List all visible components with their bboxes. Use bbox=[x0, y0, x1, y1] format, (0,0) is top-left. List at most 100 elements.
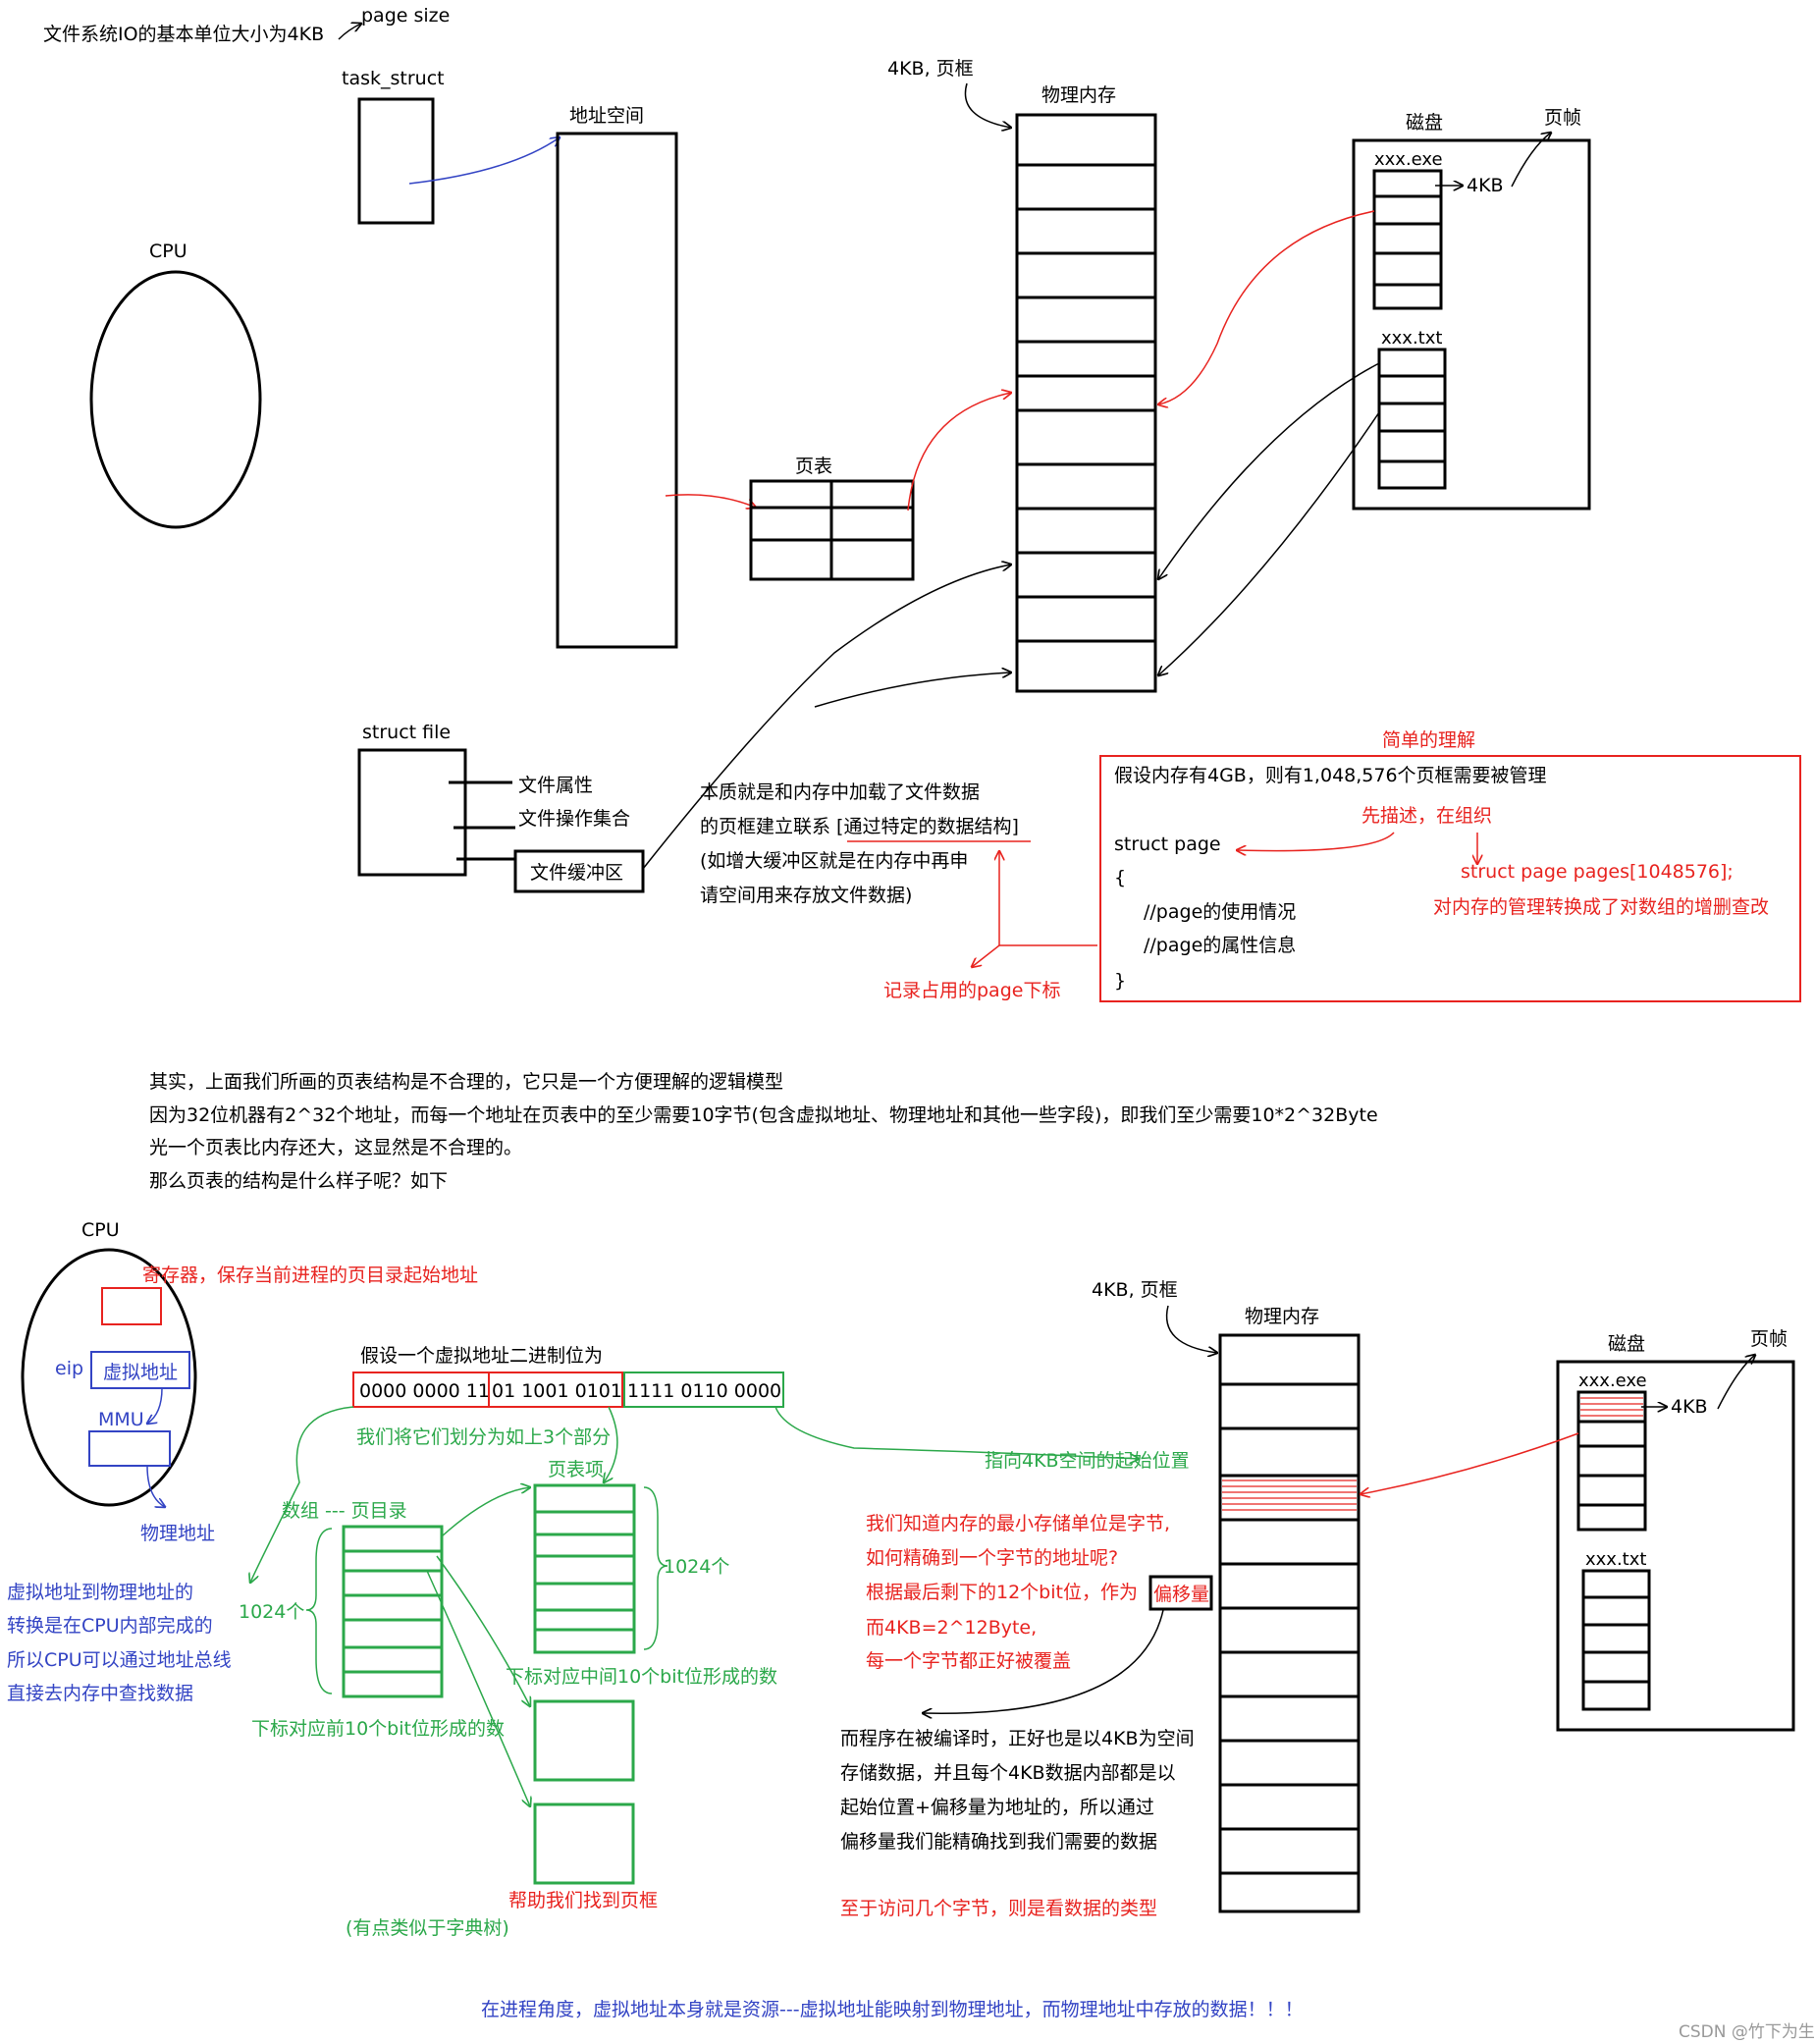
exe2-file-label: xxx.exe bbox=[1578, 1371, 1647, 1391]
frame2-label-arrow bbox=[1165, 1305, 1217, 1353]
physical-memory2-box bbox=[1218, 1333, 1361, 1913]
physical-addr-label: 物理地址 bbox=[140, 1523, 215, 1544]
struct-file-label: struct file bbox=[362, 722, 451, 743]
txt-file-label: xxx.txt bbox=[1381, 328, 1442, 349]
disk2-box bbox=[1556, 1360, 1795, 1732]
points-to-start: 指向4KB空间的起始位置 bbox=[985, 1450, 1190, 1472]
middle-line-2: 因为32位机器有2^32个地址，而每一个地址在页表中的至少需要10字节(包含虚拟… bbox=[149, 1104, 1378, 1126]
eip-label: eip bbox=[55, 1358, 83, 1379]
txt-to-memory-arrow-2 bbox=[1158, 411, 1380, 675]
watermark: CSDN @竹下为生 bbox=[1679, 2022, 1815, 2042]
middle-line-1: 其实，上面我们所画的页表结构是不合理的，它只是一个方便理解的逻辑模型 bbox=[149, 1071, 783, 1093]
page-table-extra-1 bbox=[533, 1699, 635, 1782]
exe-file-blocks bbox=[1372, 169, 1443, 310]
simple-line-1: 假设内存有4GB，则有1,048,576个页框需要被管理 bbox=[1114, 765, 1547, 786]
task-struct-box bbox=[357, 97, 435, 225]
array-ops: 对内存的管理转换成了对数组的增删查改 bbox=[1433, 896, 1769, 918]
page-frame-label: 页帧 bbox=[1544, 107, 1581, 129]
pagetable-to-memory-arrow bbox=[907, 393, 1011, 511]
offset-to-compile-arrow bbox=[923, 1609, 1164, 1713]
middle-line-3: 光一个页表比内存还大，这显然是不合理的。 bbox=[149, 1137, 522, 1158]
dir-to-table-arrow-1 bbox=[441, 1487, 530, 1537]
count-1024-left: 1024个 bbox=[239, 1601, 304, 1623]
exe2-file-blocks bbox=[1576, 1390, 1647, 1532]
cpu-conversion-4: 直接去内存中查找数据 bbox=[7, 1683, 193, 1704]
part3-arrow bbox=[774, 1406, 1139, 1459]
address-space-box bbox=[556, 132, 678, 649]
pages-array: struct page pages[1048576]; bbox=[1461, 861, 1734, 883]
essence-line-1: 本质就是和内存中加载了文件数据 bbox=[700, 781, 980, 803]
dir-to-table-arrow-2 bbox=[436, 1555, 530, 1706]
byte-line-4: 而4KB=2^12Byte, bbox=[866, 1617, 1037, 1639]
record-down-arrow bbox=[972, 944, 1000, 967]
cpu-conversion-3: 所以CPU可以通过地址总线 bbox=[7, 1649, 232, 1671]
byte-line-1: 我们知道内存的最小存储单位是字节, bbox=[866, 1513, 1170, 1534]
struct-page-label: struct page bbox=[1114, 834, 1221, 855]
buffer-to-memory-arrow-1 bbox=[642, 565, 1011, 870]
offset-box bbox=[1148, 1575, 1213, 1611]
file-buffer-label: 文件缓冲区 bbox=[530, 862, 623, 884]
task-struct-label: task_struct bbox=[342, 68, 445, 89]
bits-part3-box bbox=[623, 1372, 784, 1408]
bottom-diagram: CPU 寄存器，保存当前进程的页目录起始地址 eip 虚拟地址 MMU 物理地址… bbox=[7, 1219, 1815, 2042]
byte-line-3: 根据最后剩下的12个bit位，作为 bbox=[866, 1582, 1138, 1603]
address-space-label: 地址空间 bbox=[569, 105, 644, 127]
cpu-label: CPU bbox=[149, 241, 187, 262]
exe2-highlight-lines bbox=[1580, 1397, 1643, 1417]
cpu2-label: CPU bbox=[81, 1219, 120, 1241]
page-directory-array bbox=[342, 1525, 444, 1698]
part1-arrow bbox=[250, 1406, 354, 1583]
cpu-conversion-2: 转换是在CPU内部完成的 bbox=[7, 1615, 213, 1637]
page-table-label: 页表 bbox=[795, 456, 832, 477]
physical-memory2-label: 物理内存 bbox=[1245, 1306, 1319, 1327]
bits-part2: 01 1001 0101 bbox=[492, 1380, 622, 1402]
memory-highlight-lines bbox=[1222, 1479, 1357, 1511]
dir-to-table-arrow-3 bbox=[426, 1570, 530, 1806]
assume-vaddr: 假设一个虚拟地址二进制位为 bbox=[360, 1345, 603, 1367]
middle-explanation: 其实，上面我们所画的页表结构是不合理的，它只是一个方便理解的逻辑模型 因为32位… bbox=[149, 1071, 1378, 1192]
byte-line-5: 每一个字节都正好被覆盖 bbox=[866, 1650, 1071, 1672]
index-middle-10: 下标对应中间10个bit位形成的数 bbox=[506, 1666, 777, 1688]
exe-to-memory-arrow bbox=[1158, 210, 1375, 404]
cpu2-ellipse bbox=[21, 1248, 197, 1507]
virtual-addr-box bbox=[90, 1351, 190, 1389]
help-find-frame: 帮助我们找到页框 bbox=[508, 1890, 658, 1911]
page-table-extra-2 bbox=[533, 1802, 635, 1885]
brace-open: { bbox=[1114, 867, 1126, 888]
page-usage: //page的使用情况 bbox=[1144, 901, 1296, 923]
txt-to-memory-arrow-1 bbox=[1158, 362, 1380, 579]
mmu-out-arrow bbox=[146, 1465, 165, 1507]
page-table-entries bbox=[533, 1483, 636, 1654]
mmu-box bbox=[88, 1430, 171, 1467]
page-frame2-label: 页帧 bbox=[1750, 1328, 1788, 1350]
left-brace bbox=[305, 1528, 333, 1694]
byte-line-2: 如何精确到一个字节的地址呢? bbox=[866, 1547, 1118, 1569]
brace-close: } bbox=[1114, 970, 1126, 992]
simple-box bbox=[1099, 755, 1801, 1002]
bytes-access: 至于访问几个字节，则是看数据的类型 bbox=[840, 1898, 1157, 1919]
txt2-file-label: xxx.txt bbox=[1585, 1549, 1646, 1570]
split-three: 我们将它们划分为如上3个部分 bbox=[356, 1426, 611, 1448]
physical-memory-label: 物理内存 bbox=[1041, 84, 1116, 106]
describe-organize: 先描述，在组织 bbox=[1361, 805, 1492, 827]
register-note: 寄存器，保存当前进程的页目录起始地址 bbox=[142, 1264, 478, 1286]
top-diagram: 文件系统IO的基本单位大小为4KB page size CPU task_str… bbox=[43, 5, 1801, 1002]
right-brace bbox=[643, 1486, 668, 1650]
vaddr-to-mmu-arrow bbox=[147, 1387, 163, 1424]
essence-line-3: (如增大缓冲区就是在内存中再申 bbox=[700, 850, 968, 872]
page-table-grid bbox=[749, 479, 915, 581]
page-size-label: page size bbox=[361, 5, 450, 27]
page-table-entry-label: 页表项 bbox=[548, 1459, 604, 1480]
record-page-index: 记录占用的page下标 bbox=[883, 980, 1060, 1001]
disk-label: 磁盘 bbox=[1406, 112, 1443, 134]
struct-file-ticks bbox=[449, 780, 515, 861]
bits-part2-box bbox=[488, 1372, 623, 1408]
compile-line-1: 而程序在被编译时，正好也是以4KB为空间 bbox=[840, 1728, 1195, 1749]
frame2-label: 4KB, 页框 bbox=[1092, 1279, 1178, 1301]
trie-note: (有点类似于字典树) bbox=[346, 1917, 509, 1939]
cpu-conversion-1: 虚拟地址到物理地址的 bbox=[7, 1582, 193, 1603]
buffer-to-memory-arrow-2 bbox=[814, 672, 1011, 708]
exe2-to-memory-arrow bbox=[1361, 1432, 1579, 1494]
simple-title: 简单的理解 bbox=[1382, 729, 1475, 751]
size-to-frame-arrow bbox=[1511, 133, 1551, 188]
